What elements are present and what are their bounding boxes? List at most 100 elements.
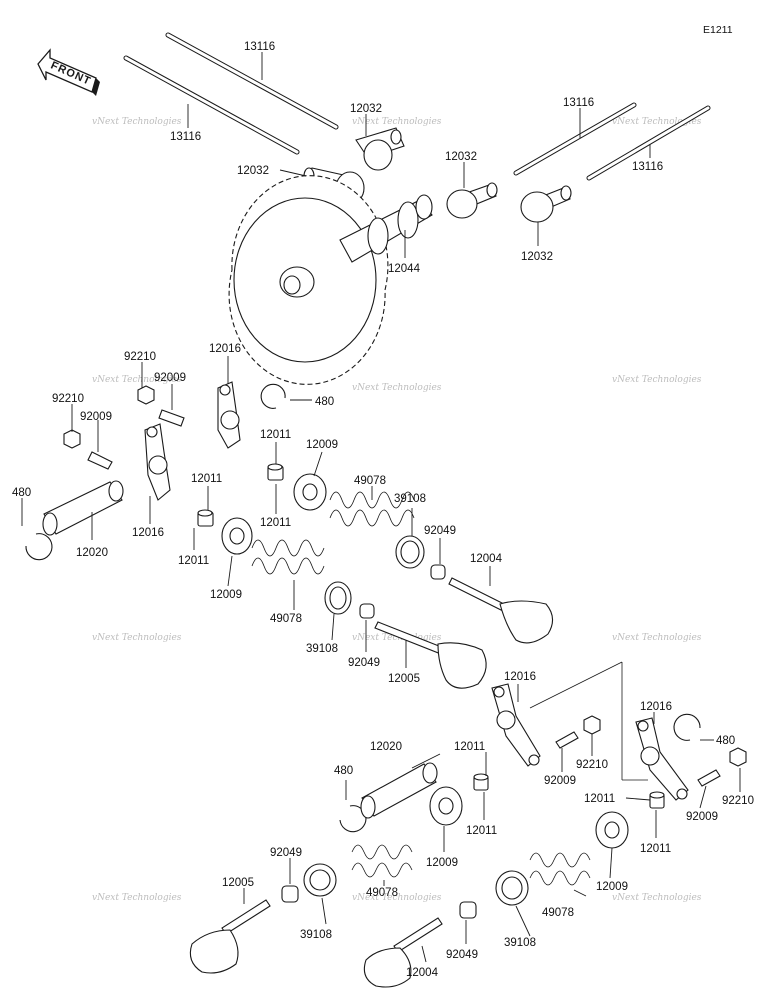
- part-label-12032: 12032: [237, 165, 269, 177]
- part-label-12032: 12032: [521, 251, 553, 263]
- part-label-12032: 12032: [445, 151, 477, 163]
- camshaft: [228, 175, 433, 385]
- part-label-92009: 92009: [80, 411, 112, 423]
- part-label-12011: 12011: [454, 741, 485, 753]
- part-label-12011: 12011: [260, 429, 291, 441]
- spring-retainer: [595, 811, 629, 849]
- part-label-92009: 92009: [154, 372, 186, 384]
- valve-spring: [351, 844, 413, 878]
- part-label-49078: 49078: [366, 887, 398, 899]
- part-label-12011: 12011: [191, 473, 222, 485]
- part-label-12005: 12005: [388, 673, 420, 685]
- part-label-49078: 49078: [270, 613, 302, 625]
- part-label-12004: 12004: [470, 553, 503, 565]
- part-label-92049: 92049: [348, 657, 380, 669]
- part-label-12032: 12032: [350, 103, 382, 115]
- part-label-12016: 12016: [640, 701, 672, 713]
- part-label-480: 480: [716, 735, 735, 747]
- adjust-screw: [158, 409, 185, 427]
- part-label-12016: 12016: [209, 343, 241, 355]
- tappet: [446, 182, 498, 219]
- adjust-screw: [87, 451, 113, 470]
- spring-seat: [303, 863, 337, 897]
- valve-seal: [430, 564, 446, 580]
- part-label-12016: 12016: [504, 671, 536, 683]
- rocker-arm: [491, 683, 541, 767]
- part-label-480: 480: [334, 765, 353, 777]
- part-label-12009: 12009: [596, 881, 628, 893]
- nut: [137, 385, 155, 405]
- spring-seat: [395, 535, 425, 569]
- watermark: vNext Technologies: [92, 633, 182, 643]
- part-label-92049: 92049: [446, 949, 478, 961]
- circlip: [260, 383, 286, 409]
- part-label-12011: 12011: [640, 843, 671, 855]
- push-rod: [123, 55, 300, 155]
- diagram-code: E1211: [703, 24, 733, 36]
- spring-seat: [495, 870, 529, 906]
- part-label-12004: 12004: [406, 967, 439, 979]
- valve: [448, 577, 554, 644]
- pivot-collar: [649, 791, 665, 809]
- adjust-screw: [555, 731, 579, 749]
- valve: [363, 917, 443, 988]
- valve: [374, 621, 487, 689]
- part-label-12011: 12011: [260, 517, 291, 529]
- rocker-arm: [635, 717, 689, 801]
- rocker-shaft: [360, 762, 438, 819]
- part-label-92210: 92210: [124, 351, 156, 363]
- part-label-92009: 92009: [686, 811, 718, 823]
- part-label-13116: 13116: [170, 131, 201, 143]
- watermark: vNext Technologies: [612, 633, 702, 643]
- watermarks: vNext Technologies vNext Technologies vN…: [92, 117, 702, 903]
- pivot-collar: [473, 773, 489, 791]
- part-label-39108: 39108: [306, 643, 338, 655]
- watermark: vNext Technologies: [92, 117, 182, 127]
- part-label-12011: 12011: [584, 793, 615, 805]
- pivot-collar: [197, 509, 214, 527]
- part-label-39108: 39108: [300, 929, 332, 941]
- part-label-92049: 92049: [270, 847, 302, 859]
- rocker-shaft: [42, 480, 124, 536]
- watermark: vNext Technologies: [612, 893, 702, 903]
- tappet: [355, 127, 405, 171]
- valve-spring: [251, 539, 325, 575]
- part-label-92009: 92009: [544, 775, 576, 787]
- leader-lines: [21, 52, 741, 963]
- circlip: [339, 805, 367, 833]
- part-label-49078: 49078: [354, 475, 386, 487]
- part-label-480: 480: [12, 487, 31, 499]
- nut: [729, 747, 747, 767]
- part-label-12009: 12009: [210, 589, 242, 601]
- watermark: vNext Technologies: [352, 893, 442, 903]
- part-label-12011: 12011: [466, 825, 497, 837]
- part-label-13116: 13116: [563, 97, 594, 109]
- part-label-12020: 12020: [76, 547, 108, 559]
- push-rod: [165, 32, 339, 130]
- part-label-39108: 39108: [504, 937, 536, 949]
- part-label-92049: 92049: [424, 525, 456, 537]
- valve-spring: [329, 491, 415, 527]
- part-label-92210: 92210: [722, 795, 754, 807]
- valve-seal: [459, 901, 477, 919]
- nut: [63, 429, 81, 449]
- part-labels: 13116 13116 13116 13116 12032 12032 1203…: [12, 41, 754, 979]
- watermark: vNext Technologies: [612, 375, 702, 385]
- rocker-arm: [144, 423, 171, 501]
- push-rod: [513, 102, 637, 176]
- part-label-92210: 92210: [576, 759, 608, 771]
- front-arrow-icon: FRONT: [37, 48, 100, 96]
- nut: [583, 715, 601, 735]
- watermark: vNext Technologies: [352, 633, 442, 643]
- push-rod: [586, 105, 711, 181]
- valve-seal: [359, 603, 375, 619]
- part-label-12011: 12011: [178, 555, 209, 567]
- part-label-12044: 12044: [388, 263, 421, 275]
- valve: [189, 899, 271, 974]
- part-label-92210: 92210: [52, 393, 84, 405]
- adjust-screw: [697, 769, 721, 787]
- watermark: vNext Technologies: [352, 383, 442, 393]
- part-label-12009: 12009: [426, 857, 458, 869]
